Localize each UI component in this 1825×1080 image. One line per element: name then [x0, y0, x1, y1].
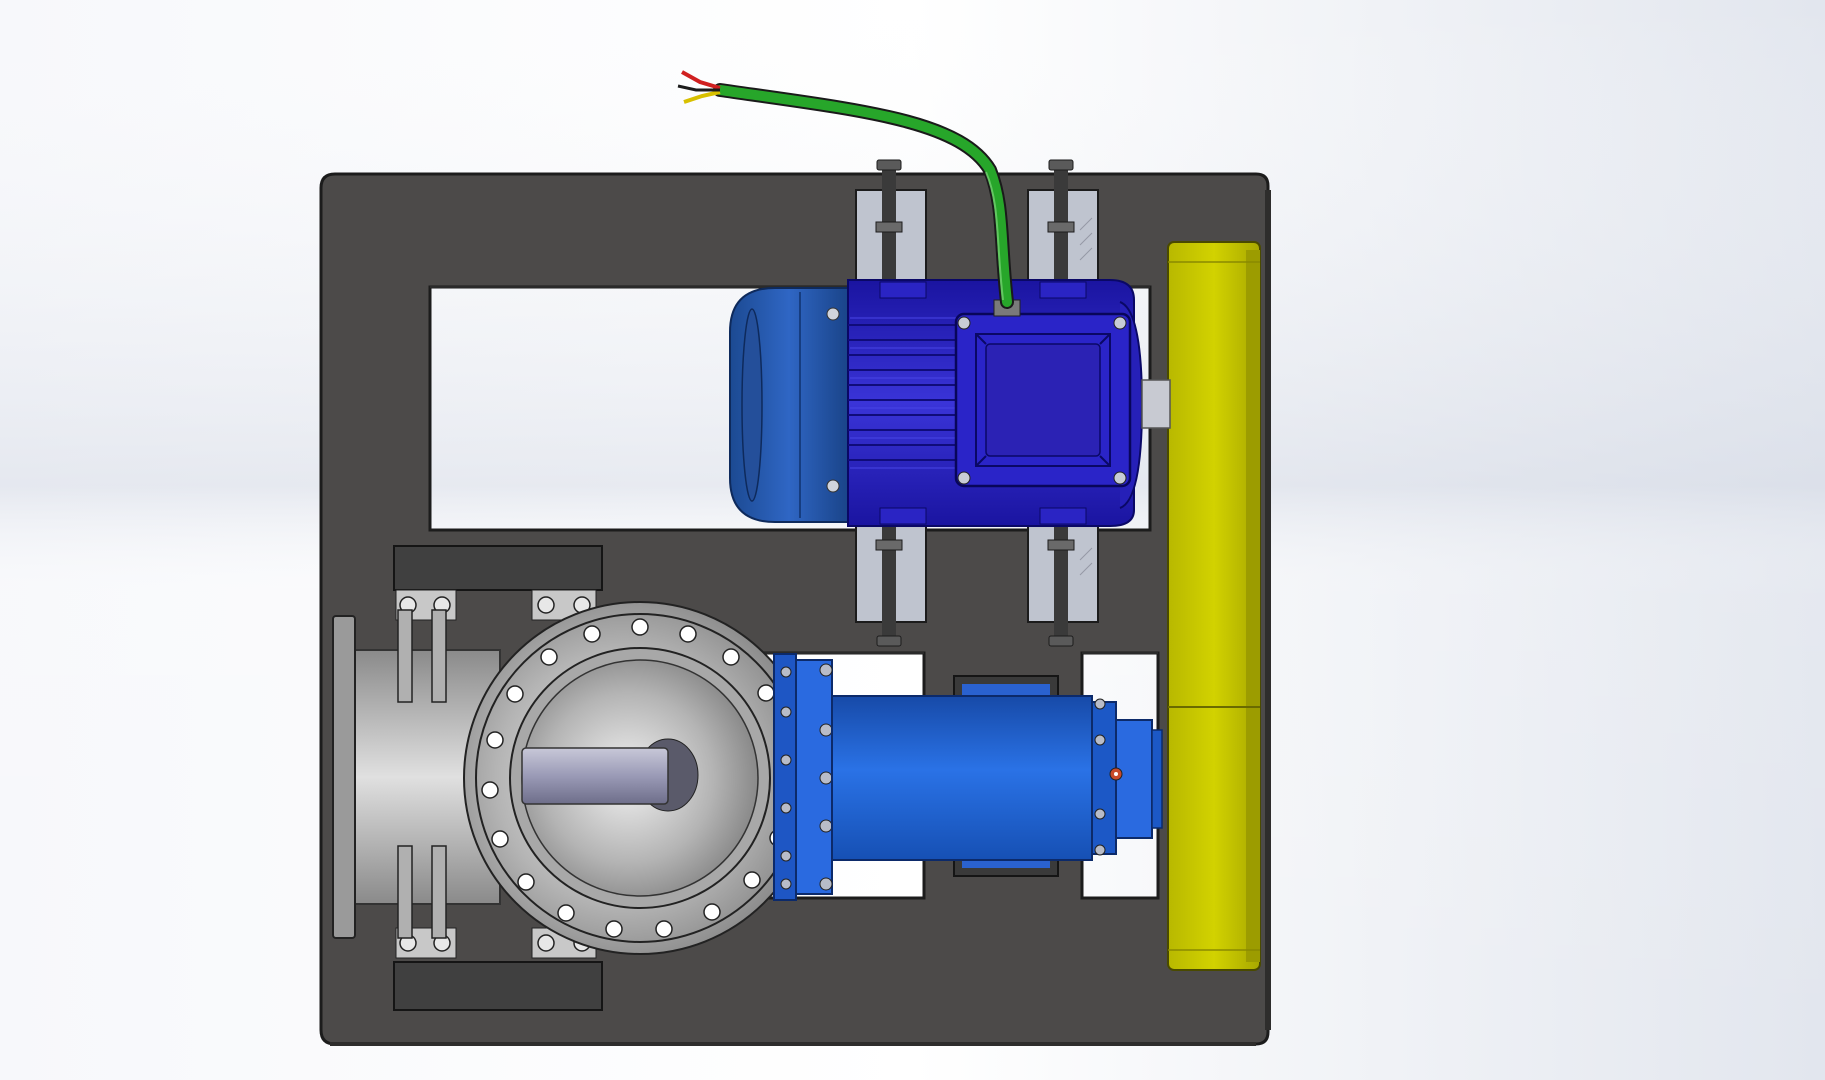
power-cable	[677, 70, 1014, 309]
bolt-top-left	[875, 159, 903, 280]
bolt-top-right	[1047, 159, 1075, 280]
belt-guard[interactable]	[1167, 241, 1261, 971]
cable-wires	[677, 70, 721, 104]
pump-flange[interactable]	[475, 613, 805, 943]
bolt-bottom-right	[1047, 525, 1075, 647]
bearing-housing[interactable]	[773, 653, 1163, 901]
terminal-box[interactable]	[954, 299, 1132, 488]
bolt-bottom-left	[875, 525, 903, 647]
adjusting-bolts	[875, 159, 1075, 647]
